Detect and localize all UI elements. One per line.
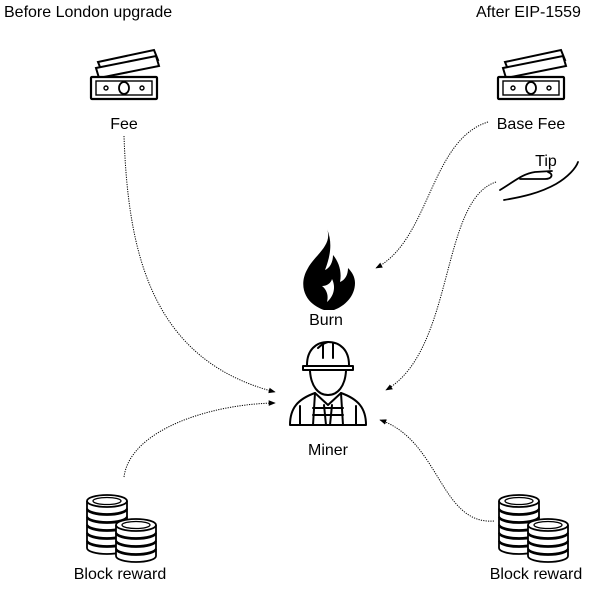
block-reward-left-coins-icon (86, 494, 157, 563)
tip-label: Tip (535, 153, 557, 170)
tip-to-miner-arrow (385, 181, 497, 391)
burn-label: Burn (309, 312, 343, 329)
burn-fire-icon (303, 229, 355, 310)
tip-hand-icon (499, 161, 579, 201)
block-reward-right-coins-icon (498, 494, 569, 563)
block-reward-left-to-miner-arrow (123, 400, 276, 478)
block-reward-left-label: Block reward (73, 566, 167, 583)
before-london-title: Before London upgrade (4, 4, 173, 21)
fee-banknote-icon (89, 48, 161, 101)
block-reward-right-label: Block reward (489, 566, 583, 583)
fee-label: Fee (110, 116, 138, 133)
block-reward-right-to-miner-arrow (379, 419, 495, 522)
miner-worker-icon (289, 341, 367, 426)
fee-to-miner-arrow (123, 135, 276, 394)
base-fee-label: Base Fee (496, 116, 566, 133)
base-fee-banknote-icon (496, 48, 568, 101)
after-eip1559-title: After EIP-1559 (476, 4, 581, 21)
miner-label: Miner (307, 442, 349, 459)
base-fee-to-burn-arrow (375, 121, 489, 269)
